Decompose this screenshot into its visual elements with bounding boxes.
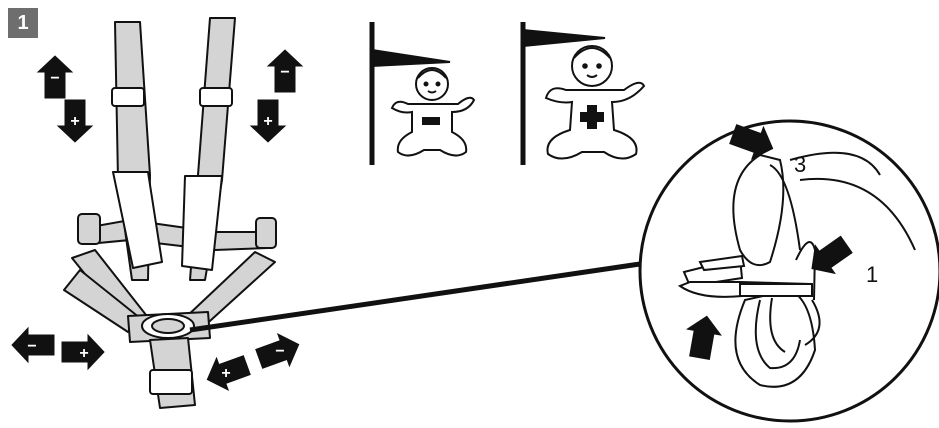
harness-illustration bbox=[63, 17, 277, 409]
sign-plus-top-left: + bbox=[70, 113, 79, 130]
sign-minus-bottom-left: − bbox=[27, 338, 36, 355]
right-shoulder-pad bbox=[181, 175, 223, 271]
detail-label-3: 3 bbox=[794, 152, 806, 177]
left-shoulder-pad bbox=[112, 171, 163, 269]
left-waist-buckle bbox=[77, 213, 101, 245]
detail-label-1: 1 bbox=[866, 262, 878, 287]
buckle-detail-view: 3 1 bbox=[638, 117, 939, 423]
sign-minus-top-right: − bbox=[280, 64, 289, 81]
sign-minus-bottom-right: − bbox=[275, 343, 284, 360]
left-strap-adjuster bbox=[111, 87, 145, 107]
sign-plus-bottom-left: + bbox=[79, 345, 88, 362]
baby-large-icon bbox=[520, 22, 646, 165]
right-waist-buckle bbox=[255, 217, 277, 249]
sign-plus-bottom-right: + bbox=[221, 365, 230, 382]
waist-belt bbox=[84, 219, 269, 251]
detail-leader-line bbox=[189, 261, 641, 333]
right-strap-adjuster bbox=[199, 87, 233, 107]
baby-small-icon bbox=[369, 22, 476, 165]
sign-minus-top-left: − bbox=[50, 70, 59, 87]
sign-plus-top-right: + bbox=[263, 113, 272, 130]
crotch-strap-adjuster bbox=[149, 369, 193, 395]
step-number-badge: 1 bbox=[8, 8, 38, 38]
